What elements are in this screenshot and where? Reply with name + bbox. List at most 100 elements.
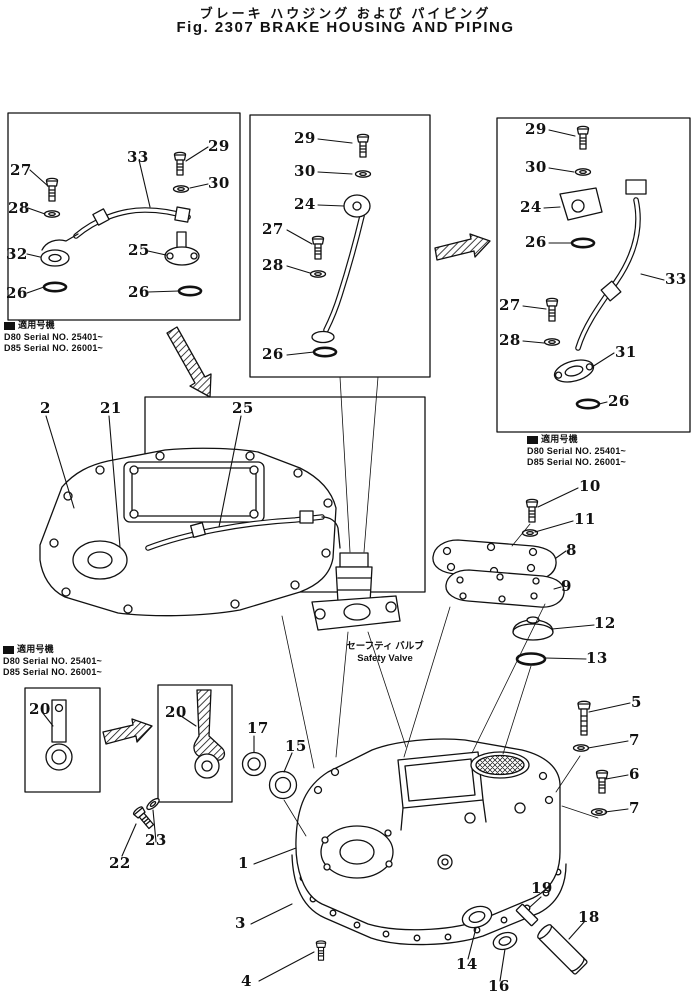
washer-icon xyxy=(572,744,590,752)
callout-22: 22 xyxy=(109,854,131,872)
callout-r-24: 24 xyxy=(520,198,542,216)
serial-note-lower-left: 適用号機 D80 Serial NO. 25401~ D85 Serial NO… xyxy=(3,644,102,678)
hose-fitting xyxy=(174,206,191,223)
callout-tl-26a: 26 xyxy=(6,284,28,302)
bolt-icon xyxy=(311,235,325,260)
o-ring-icon xyxy=(570,237,596,249)
assembly-lines xyxy=(281,376,599,837)
serial-note-marker xyxy=(527,435,538,444)
o-ring-icon xyxy=(312,346,338,358)
callout-1: 1 xyxy=(238,854,249,872)
safety-valve xyxy=(311,552,401,631)
serial-note-marker xyxy=(4,321,15,330)
valve-boss xyxy=(343,194,371,218)
callout-r-26a: 26 xyxy=(525,233,547,251)
washer-icon xyxy=(144,796,162,812)
bracket xyxy=(559,187,603,221)
drain-plug xyxy=(315,940,327,961)
serial-note-line: D80 Serial NO. 25401~ xyxy=(4,332,104,342)
bolt-icon xyxy=(173,151,187,176)
pin xyxy=(515,903,539,927)
serial-note-top-left: 適用号機 D80 Serial NO. 25401~ D85 Serial NO… xyxy=(4,320,103,354)
callout-16: 16 xyxy=(488,977,510,995)
o-ring-icon xyxy=(42,281,68,293)
callout-tl-32: 32 xyxy=(6,245,28,263)
hose-fitting xyxy=(299,510,314,524)
inset-frame-middle xyxy=(249,114,431,378)
serial-note-right: 適用号機 D80 Serial NO. 25401~ D85 Serial NO… xyxy=(527,434,626,468)
callout-tl-26b: 26 xyxy=(128,283,150,301)
pipe-flange xyxy=(311,330,335,344)
callout-7b: 7 xyxy=(629,799,640,817)
serial-note-line: D80 Serial NO. 25401~ xyxy=(527,446,627,456)
callout-r-28: 28 xyxy=(499,331,521,349)
pipe-flange xyxy=(553,359,595,383)
square-opening xyxy=(397,751,484,809)
inset-middle-parts xyxy=(309,133,372,358)
callout-tl-33: 33 xyxy=(127,148,149,166)
callout-mid-30: 30 xyxy=(294,162,316,180)
callout-11: 11 xyxy=(574,510,596,528)
washer-icon xyxy=(354,170,372,178)
serial-note-marker xyxy=(3,645,14,654)
upper-brake-housing xyxy=(39,447,341,617)
callout-19: 19 xyxy=(531,879,553,897)
bottom-small-parts xyxy=(315,903,588,975)
serial-note-header: 適用号機 xyxy=(541,434,578,444)
washer-icon xyxy=(309,270,327,278)
callout-23: 23 xyxy=(145,831,167,849)
callout-r-27: 27 xyxy=(499,296,521,314)
callout-tl-27: 27 xyxy=(10,161,32,179)
lock-plate xyxy=(45,699,73,771)
callout-9: 9 xyxy=(561,577,572,595)
callout-r-30: 30 xyxy=(525,158,547,176)
callout-4: 4 xyxy=(241,972,252,990)
callout-tl-28: 28 xyxy=(8,199,30,217)
callout-3: 3 xyxy=(235,914,246,932)
bottom-brake-housing xyxy=(295,738,561,931)
callout-r-29: 29 xyxy=(525,120,547,138)
serial-note-header: 適用号機 xyxy=(18,320,55,330)
title-japanese: ブレーキ ハウジング および パイピング xyxy=(199,6,492,21)
safety-valve-label-en: Safety Valve xyxy=(357,653,413,664)
callout-25: 25 xyxy=(232,399,254,417)
elbow-fitting xyxy=(40,233,79,267)
long-bolt xyxy=(577,700,591,736)
callout-18: 18 xyxy=(578,908,600,926)
callout-15: 15 xyxy=(285,737,307,755)
arrow-icon xyxy=(434,233,491,261)
washer-icon xyxy=(590,808,608,816)
callout-2: 2 xyxy=(40,399,51,417)
o-ring-icon xyxy=(515,652,547,666)
bolt-icon xyxy=(595,769,609,794)
callout-tl-30: 30 xyxy=(208,174,230,192)
callout-21: 21 xyxy=(100,399,122,417)
inset-right-parts xyxy=(543,125,647,410)
callout-r-33: 33 xyxy=(665,270,687,288)
serial-note-line: D85 Serial NO. 26001~ xyxy=(527,457,627,467)
leader-lines xyxy=(26,129,665,982)
callout-mid-24: 24 xyxy=(294,195,316,213)
arrow-icon xyxy=(102,718,153,745)
callout-13: 13 xyxy=(586,649,608,667)
bolt-icon xyxy=(576,125,590,150)
callout-6: 6 xyxy=(629,765,640,783)
callout-mid-28: 28 xyxy=(262,256,284,274)
callout-r-26b: 26 xyxy=(608,392,630,410)
bolt-icon xyxy=(545,297,559,322)
washer-icon xyxy=(172,185,190,193)
callout-mid-26: 26 xyxy=(262,345,284,363)
inset-frame-lower-left-b xyxy=(157,684,233,803)
safety-valve-label-jp: セーフティ バルブ xyxy=(346,641,424,652)
inset-frame-top-left xyxy=(7,112,241,321)
housing-flange xyxy=(291,854,567,946)
hose-fitting xyxy=(600,280,622,302)
callout-r-31: 31 xyxy=(615,343,637,361)
bolt-icon xyxy=(131,805,157,831)
callout-7a: 7 xyxy=(629,731,640,749)
serial-note-line: D85 Serial NO. 26001~ xyxy=(4,343,104,353)
seal-ring xyxy=(268,770,298,800)
serial-note-line: D80 Serial NO. 25401~ xyxy=(3,656,103,666)
